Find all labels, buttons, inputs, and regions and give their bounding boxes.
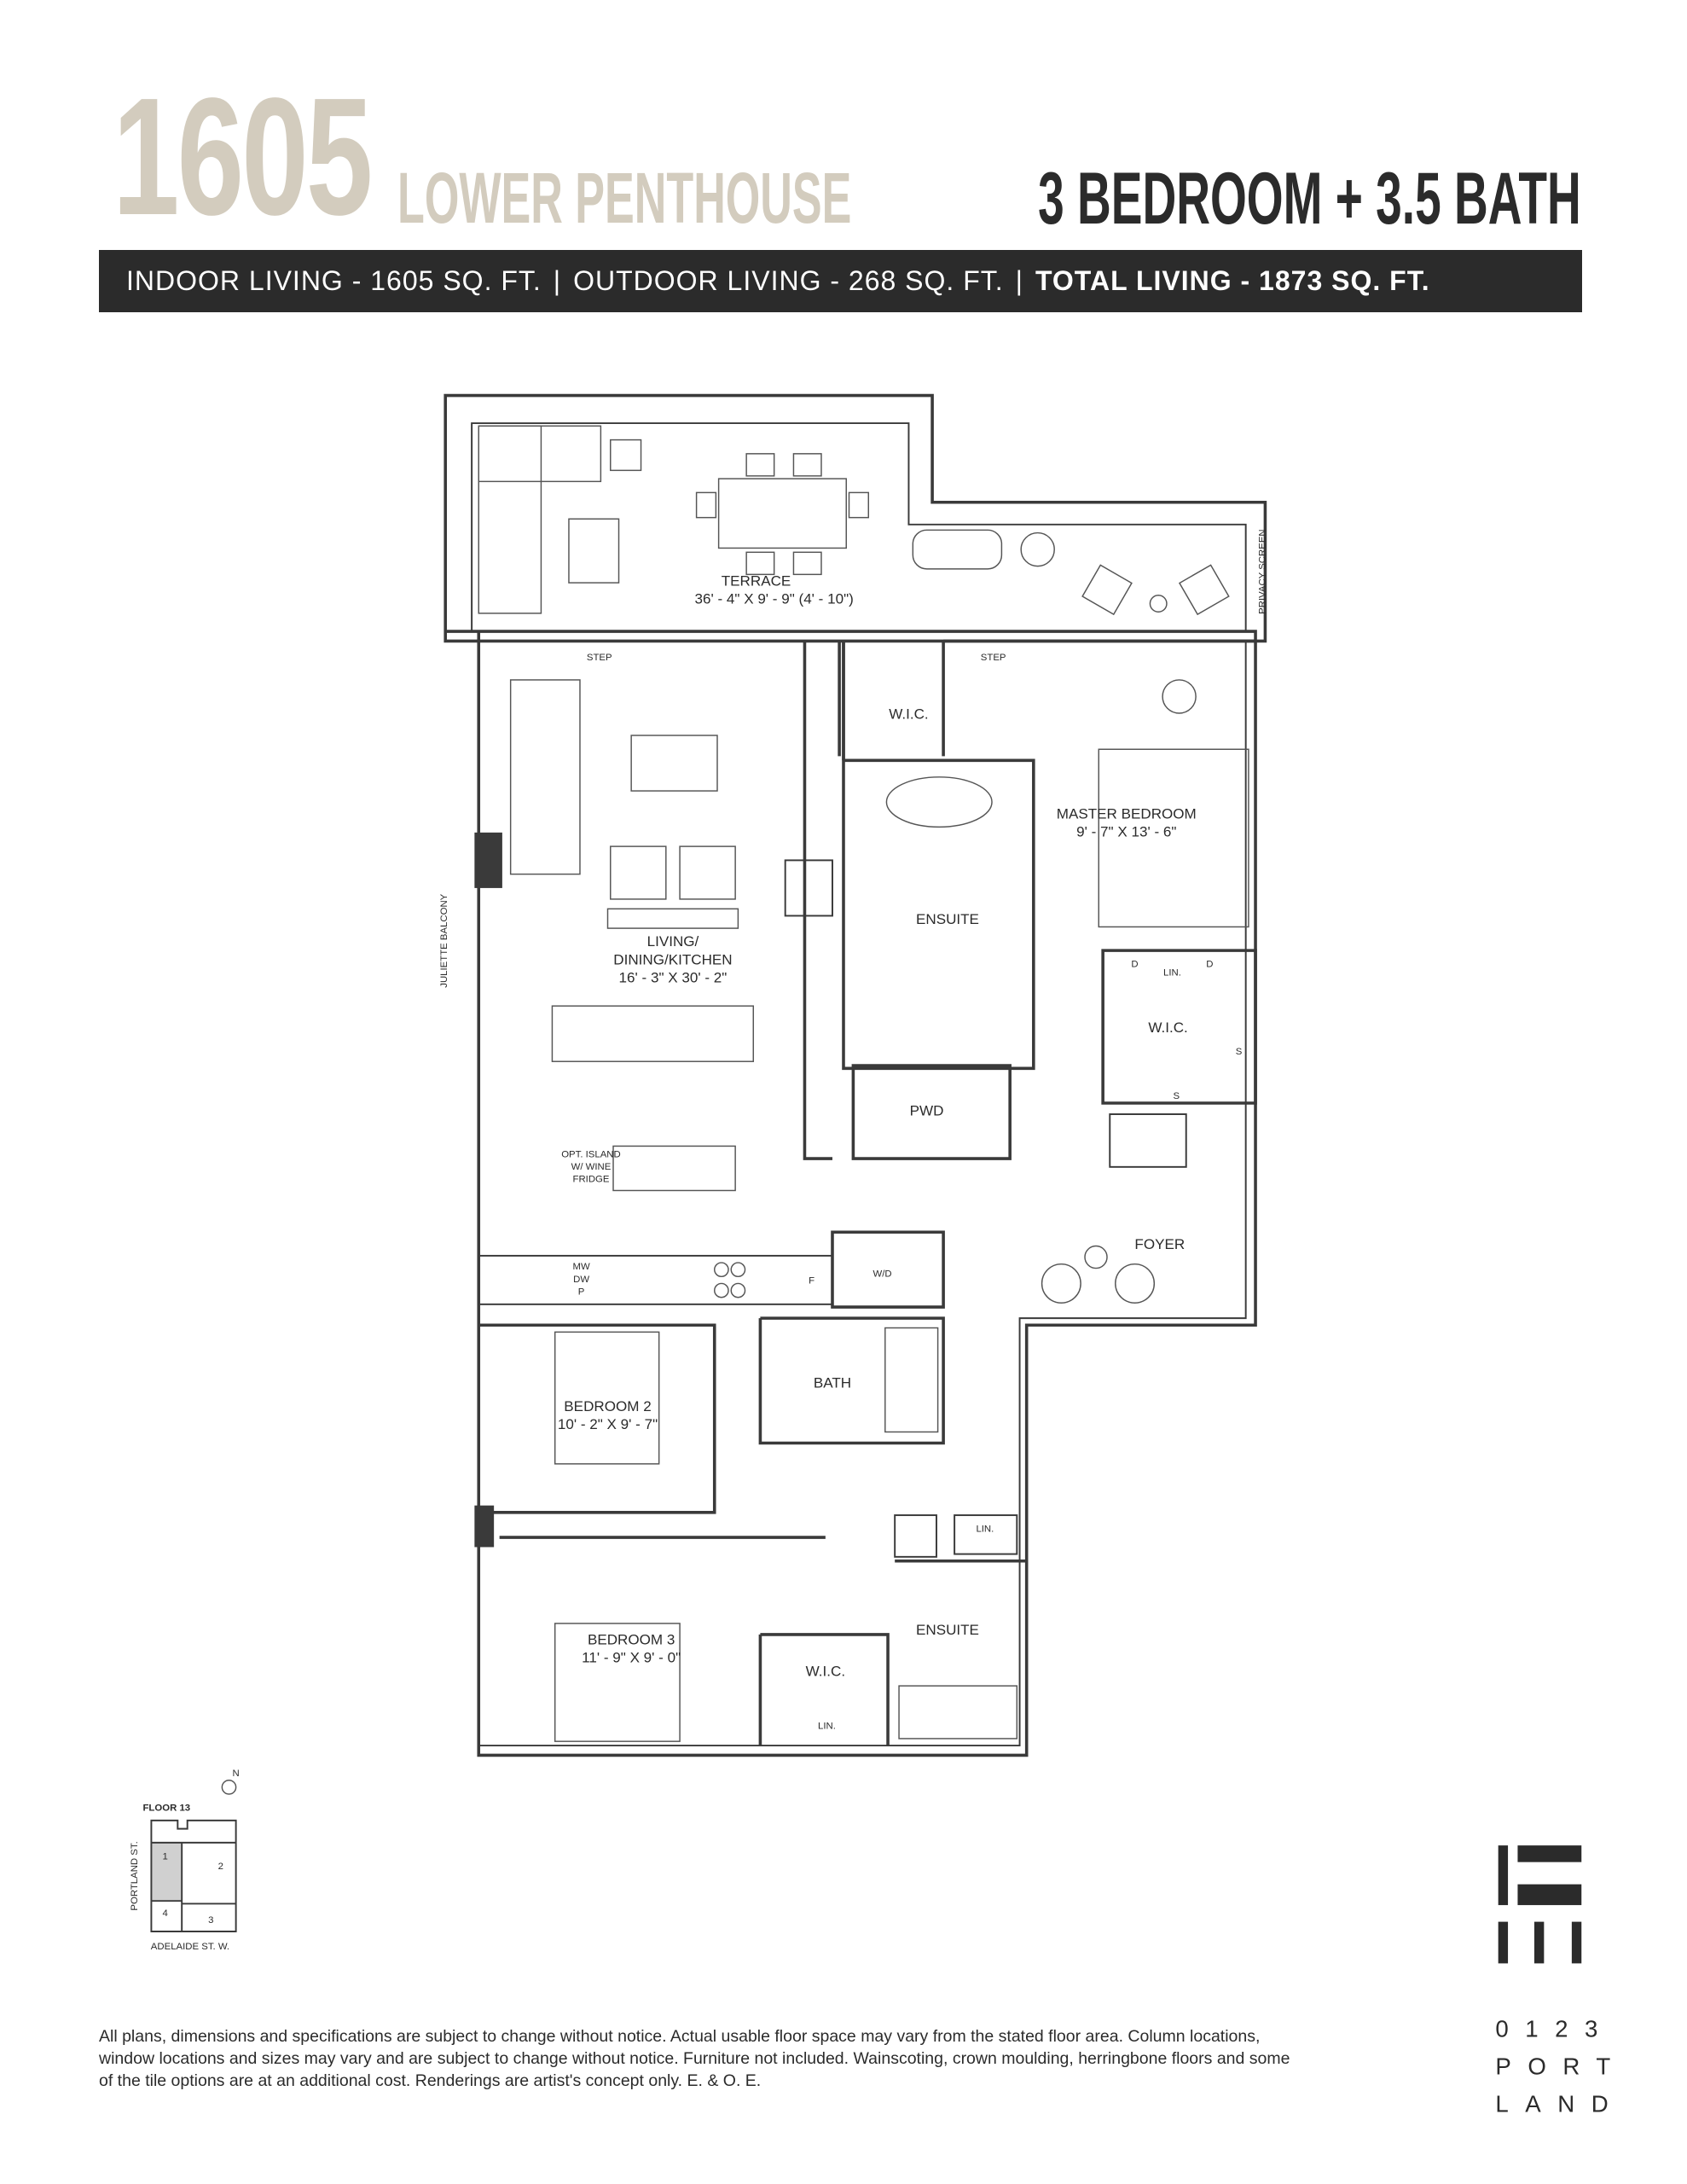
disclaimer: All plans, dimensions and specifications…	[99, 2027, 1290, 2090]
dining-table-icon	[717, 478, 847, 549]
lounge-chair-icon	[568, 518, 620, 584]
bathtub-icon	[884, 1327, 939, 1433]
floor-label: FLOOR 13	[142, 1803, 190, 1813]
pantry-label: P	[578, 1287, 585, 1297]
street-label: ADELAIDE ST. W.	[151, 1942, 229, 1952]
room-label-dining-kitchen: DINING/KITCHEN	[613, 951, 732, 967]
unit-2-label: 2	[218, 1862, 223, 1872]
kitchen-counter	[478, 1254, 833, 1305]
island-label: OPT. ISLAND	[561, 1149, 621, 1159]
dw-label: DW	[573, 1275, 589, 1285]
daybed-icon	[912, 529, 1003, 570]
linen-label: LIN.	[976, 1525, 994, 1535]
juliette-balcony-label: JULIETTE BALCONY	[439, 893, 449, 987]
logo-text: 0123	[1495, 2016, 1615, 2042]
room-label-bedroom-3: BEDROOM 3	[588, 1631, 675, 1647]
step-label: STEP	[981, 653, 1006, 663]
room-label-bath: BATH	[814, 1374, 851, 1391]
island-label: FRIDGE	[572, 1175, 609, 1185]
room-label-ensuite: ENSUITE	[916, 911, 979, 927]
shelf-label: S	[1236, 1047, 1243, 1057]
sofa-icon	[509, 679, 581, 875]
key-plan: N FLOOR 13 1 2 3 4 PORTLAND ST. ADELAIDE…	[130, 1769, 240, 1952]
room-dims-master-bedroom: 9' - 7" X 13' - 6"	[1076, 824, 1176, 840]
room-label-foyer: FOYER	[1134, 1236, 1185, 1252]
indoor-area: INDOOR LIVING - 1605 SQ. FT.	[126, 265, 542, 296]
room-dims-terrace: 36' - 4" X 9' - 9" (4' - 10")	[695, 590, 854, 607]
highlighted-unit	[151, 1842, 183, 1902]
room-label-wic: W.I.C.	[806, 1664, 845, 1680]
bed-bath-count: 3 BEDROOM + 3.5 BATH	[1038, 158, 1581, 240]
privacy-screen-label: PRIVACY SCREEN	[1257, 529, 1267, 613]
bedroom-2: BEDROOM 2 10' - 2" X 9' - 7" BATH	[478, 1316, 945, 1514]
logo-text: LAND	[1495, 2090, 1625, 2117]
bed-icon	[1098, 748, 1249, 928]
room-dims-living: 16' - 3" X 30' - 2"	[619, 970, 728, 986]
master-suite: W.I.C. STEP ENSUITE MASTER BEDROOM 9' - …	[784, 639, 1257, 1105]
bedroom-3: LIN. BEDROOM 3 11' - 9" X 9' - 0" W.I.C.…	[499, 1514, 1027, 1746]
north-label: N	[233, 1769, 240, 1779]
bed-icon	[554, 1331, 660, 1465]
unit-1-label: 1	[163, 1851, 168, 1862]
sofa-icon	[478, 425, 542, 614]
plant-icon	[1020, 531, 1055, 567]
island-label: W/ WINE	[571, 1162, 612, 1172]
separator: |	[553, 265, 562, 296]
step-label: STEP	[587, 653, 612, 663]
bed-icon	[554, 1623, 681, 1742]
area-summary-bar: INDOOR LIVING - 1605 SQ. FT. | OUTDOOR L…	[99, 250, 1582, 312]
room-label-master-bedroom: MASTER BEDROOM	[1057, 806, 1197, 822]
unit-type: LOWER PENTHOUSE	[397, 158, 852, 238]
room-label-wic: W.I.C.	[889, 706, 928, 722]
room-label-bedroom-2: BEDROOM 2	[564, 1398, 651, 1414]
unit-4-label: 4	[163, 1908, 168, 1919]
dining-table-icon	[551, 1005, 755, 1062]
room-dims-bedroom-2: 10' - 2" X 9' - 7"	[558, 1416, 658, 1432]
fridge-label: F	[809, 1275, 815, 1286]
bathtub-icon	[885, 776, 993, 828]
shelf-label: S	[1174, 1091, 1180, 1101]
room-label-wic: W.I.C.	[1148, 1019, 1187, 1036]
room-label-living: LIVING/	[647, 933, 699, 950]
logo-text: PORT	[1495, 2053, 1626, 2080]
terrace: TERRACE 36' - 4" X 9' - 9" (4' - 10") PR…	[443, 393, 1267, 643]
room-dims-bedroom-3: 11' - 9" X 9' - 0"	[582, 1649, 681, 1665]
street-label: PORTLAND ST.	[130, 1841, 140, 1910]
brand-logo: 0123 PORT LAND	[1495, 1845, 1626, 2117]
linen-label: LIN.	[1163, 967, 1181, 978]
island-icon	[612, 1145, 736, 1192]
washer-dryer-label: W/D	[872, 1269, 891, 1279]
separator: |	[1015, 265, 1023, 296]
north-arrow-icon	[221, 1779, 237, 1795]
unit-outline	[446, 630, 1257, 1757]
linen-label: LIN.	[818, 1722, 836, 1732]
unit-number: 1605	[113, 63, 373, 250]
living-dining-kitchen: STEP LIVING/ DINING/KITCHEN 16' - 3" X 3…	[478, 641, 841, 1305]
outdoor-area: OUTDOOR LIVING - 268 SQ. FT.	[573, 265, 1004, 296]
mw-label: MW	[572, 1262, 589, 1272]
laundry	[831, 1230, 945, 1309]
room-label-ensuite: ENSUITE	[916, 1622, 979, 1638]
coffee-table-icon	[630, 735, 718, 792]
drawer-label: D	[1206, 960, 1213, 970]
total-area: TOTAL LIVING - 1873 SQ. FT.	[1035, 265, 1430, 296]
unit-3-label: 3	[208, 1915, 213, 1926]
room-label-terrace: TERRACE	[722, 572, 791, 589]
bathtub-icon	[898, 1685, 1018, 1740]
drawer-label: D	[1131, 960, 1138, 970]
room-label-pwd: PWD	[910, 1103, 944, 1119]
powder-room	[851, 1064, 1012, 1160]
